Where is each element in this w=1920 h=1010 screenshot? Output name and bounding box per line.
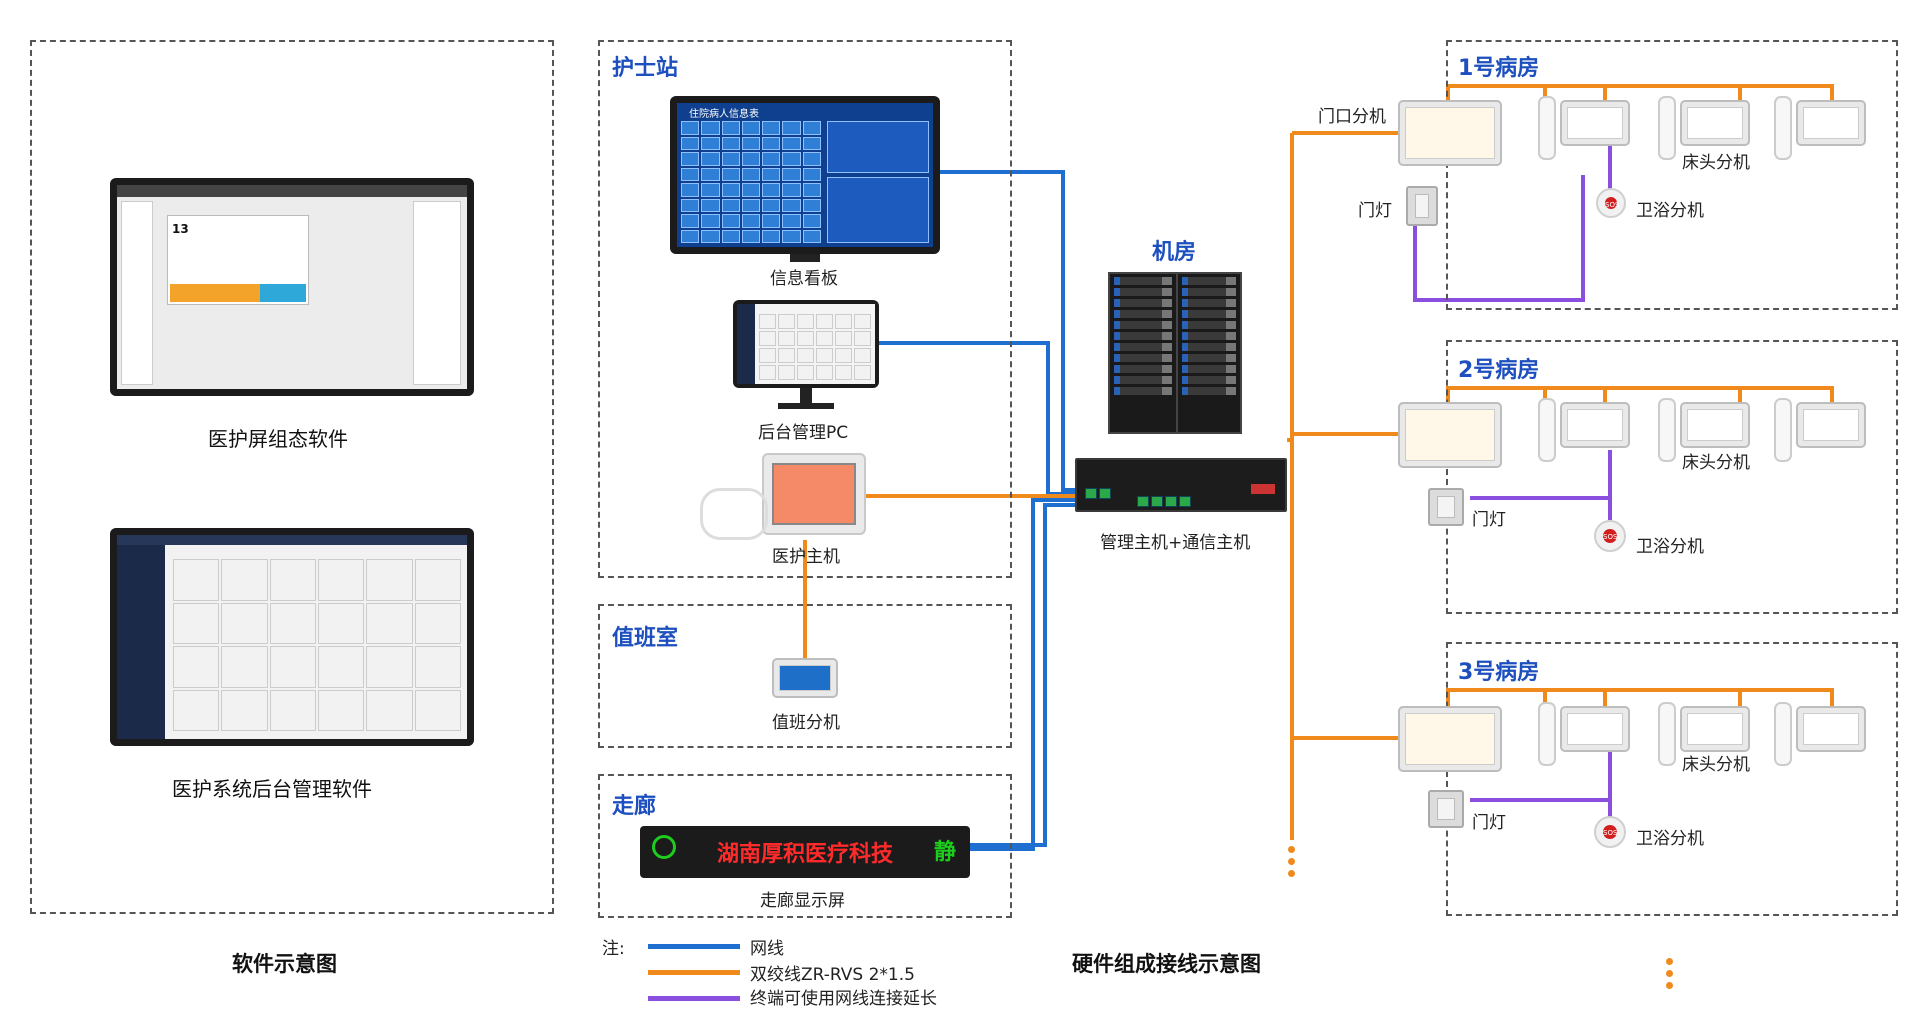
ward2-sos-button: SOS bbox=[1594, 520, 1626, 552]
sos-icon: SOS bbox=[1603, 825, 1617, 839]
backend-pc-monitor bbox=[733, 300, 879, 388]
corridor-led-display: 湖南厚积医疗科技 静 bbox=[640, 826, 970, 878]
nurse-host-label: 医护主机 bbox=[772, 547, 840, 567]
legend-line-extension bbox=[648, 996, 740, 1001]
legend-line-twisted-pair bbox=[648, 970, 740, 975]
sos-icon: SOS bbox=[1605, 197, 1619, 209]
ward3-bedside-3 bbox=[1796, 706, 1866, 752]
ward3-panel bbox=[1446, 642, 1898, 916]
ward1-door-terminal bbox=[1398, 100, 1502, 166]
ward3-handset-1 bbox=[1538, 702, 1556, 766]
software-panel bbox=[30, 40, 554, 914]
ward1-bedside-2 bbox=[1680, 100, 1750, 146]
ward3-bedside-label: 床头分机 bbox=[1682, 755, 1750, 775]
ward3-handset-2 bbox=[1658, 702, 1676, 766]
info-board-monitor: 住院病人信息表 bbox=[670, 96, 940, 254]
ward2-bedside-2 bbox=[1680, 402, 1750, 448]
ward1-bus bbox=[1446, 84, 1834, 112]
legend-label-extension: 终端可使用网线连接延长 bbox=[750, 989, 937, 1009]
extension-lines bbox=[1413, 140, 1612, 820]
management-host-label: 管理主机+通信主机 bbox=[1100, 533, 1251, 553]
ward1-extension bbox=[1413, 175, 1585, 302]
more-wards-dots bbox=[1666, 958, 1673, 994]
led-text: 湖南厚积医疗科技 bbox=[716, 842, 893, 867]
duty-room-title: 值班室 bbox=[612, 626, 679, 651]
ward1-handset-2 bbox=[1658, 96, 1676, 160]
ward2-panel bbox=[1446, 340, 1898, 614]
software-caption: 软件示意图 bbox=[232, 952, 337, 976]
ward3-door-terminal bbox=[1398, 706, 1502, 772]
duty-terminal-label: 值班分机 bbox=[772, 713, 840, 733]
ward2-door-terminal bbox=[1398, 402, 1502, 468]
backend-pc-label: 后台管理PC bbox=[758, 423, 849, 443]
network-line-info-board bbox=[930, 170, 1085, 492]
ward3-bedside-2 bbox=[1680, 706, 1750, 752]
ward2-bathroom-label: 卫浴分机 bbox=[1636, 537, 1704, 557]
legend-label-twisted-pair: 双绞线ZR-RVS 2*1.5 bbox=[750, 965, 915, 985]
ward1-bathroom-label: 卫浴分机 bbox=[1636, 201, 1704, 221]
nurse-host-phone bbox=[762, 453, 866, 535]
corridor-title: 走廊 bbox=[612, 794, 657, 819]
no-sign-icon bbox=[652, 835, 676, 859]
ward3-door-light-label: 门灯 bbox=[1472, 813, 1506, 833]
ward1-handset-3 bbox=[1774, 96, 1792, 160]
server-rack-left bbox=[1108, 272, 1178, 434]
ward1-door-terminal-label: 门口分机 bbox=[1318, 107, 1386, 127]
duty-terminal bbox=[772, 658, 838, 698]
ward1-handset-1 bbox=[1538, 96, 1556, 160]
ward1-door-light bbox=[1406, 186, 1438, 226]
ward2-handset-3 bbox=[1774, 398, 1792, 462]
ward1-door-light-label: 门灯 bbox=[1358, 201, 1392, 221]
ward1-bedside-3 bbox=[1796, 100, 1866, 146]
ward3-handset-3 bbox=[1774, 702, 1792, 766]
ward1-sos-button: SOS bbox=[1596, 188, 1626, 218]
ward1-panel bbox=[1446, 40, 1898, 310]
ward2-door-light-label: 门灯 bbox=[1472, 510, 1506, 530]
ward3-sos-button: SOS bbox=[1594, 816, 1626, 848]
nurse-station-panel bbox=[598, 40, 1012, 578]
backend-software-screenshot bbox=[110, 528, 474, 746]
ward2-bedside-1 bbox=[1560, 402, 1630, 448]
ward1-title: 1号病房 bbox=[1458, 56, 1540, 81]
legend-line-network bbox=[648, 944, 740, 949]
sos-icon: SOS bbox=[1603, 529, 1617, 543]
ward2-bedside-3 bbox=[1796, 402, 1866, 448]
duty-room-panel bbox=[598, 604, 1012, 748]
info-board-screen-title: 住院病人信息表 bbox=[689, 109, 759, 120]
ward2-handset-1 bbox=[1538, 398, 1556, 462]
nurse-host-handset bbox=[700, 488, 768, 540]
ward1-bedside-1 bbox=[1560, 100, 1630, 146]
backend-software-label: 医护系统后台管理软件 bbox=[172, 777, 372, 801]
ward2-bus bbox=[1446, 386, 1834, 412]
legend-label-network: 网线 bbox=[750, 939, 784, 959]
corridor-display-label: 走廊显示屏 bbox=[760, 891, 845, 911]
nurse-station-title: 护士站 bbox=[612, 56, 679, 81]
ward3-door-light bbox=[1428, 790, 1464, 828]
ward2-title: 2号病房 bbox=[1458, 358, 1540, 383]
ward3-bathroom-label: 卫浴分机 bbox=[1636, 829, 1704, 849]
ward3-bus bbox=[1446, 688, 1834, 714]
legend-note: 注: bbox=[602, 939, 625, 959]
config-software-screenshot: 13 bbox=[110, 178, 474, 396]
ward3-title: 3号病房 bbox=[1458, 660, 1540, 685]
management-host bbox=[1075, 458, 1287, 512]
hardware-caption: 硬件组成接线示意图 bbox=[1072, 952, 1261, 976]
corridor-panel bbox=[598, 774, 1012, 918]
sample-bed-number: 13 bbox=[172, 222, 189, 236]
machine-room-title: 机房 bbox=[1152, 240, 1197, 265]
ward1-bedside-label: 床头分机 bbox=[1682, 153, 1750, 173]
network-line-corridor-1 bbox=[970, 498, 1085, 851]
config-software-label: 医护屏组态软件 bbox=[208, 427, 348, 451]
info-board-label: 信息看板 bbox=[770, 269, 838, 289]
server-rack-right bbox=[1176, 272, 1242, 434]
more-rooms-dots bbox=[1288, 846, 1295, 882]
ward2-bedside-label: 床头分机 bbox=[1682, 453, 1750, 473]
led-quiet-sign: 静 bbox=[933, 840, 956, 865]
ward2-handset-2 bbox=[1658, 398, 1676, 462]
ward2-door-light bbox=[1428, 488, 1464, 526]
network-line-corridor-2 bbox=[970, 503, 1085, 847]
ward3-bedside-1 bbox=[1560, 706, 1630, 752]
